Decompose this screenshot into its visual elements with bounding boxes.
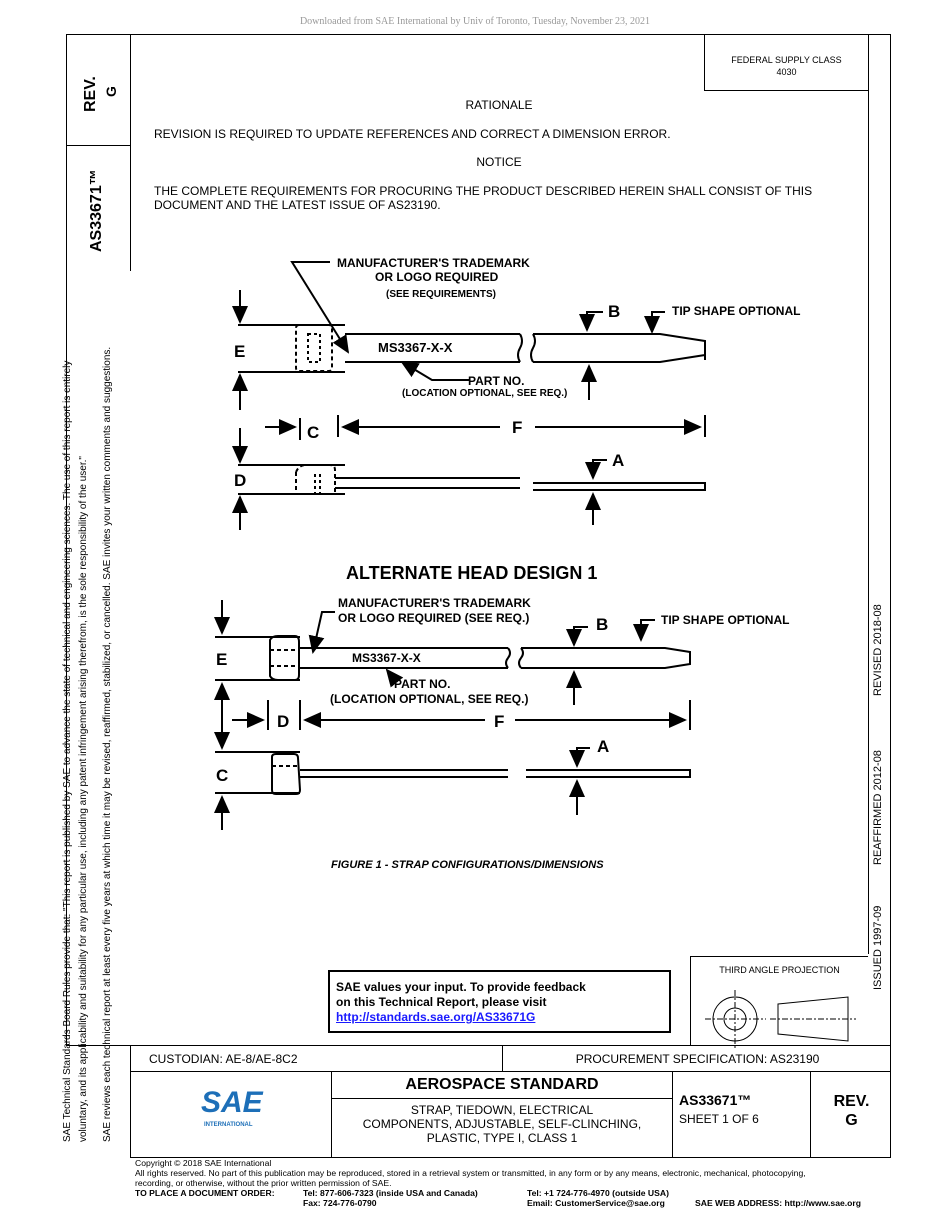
sheet-number: SHEET 1 OF 6 bbox=[679, 1112, 759, 1126]
top-trademark-3: (SEE REQUIREMENTS) bbox=[386, 289, 497, 300]
part-no-loc-top: (LOCATION OPTIONAL, SEE REQ.) bbox=[402, 388, 568, 399]
third-angle-label: THIRD ANGLE PROJECTION bbox=[719, 965, 840, 975]
page-frame bbox=[66, 34, 891, 1046]
dim-e-top: E bbox=[234, 342, 246, 361]
download-note: Downloaded from SAE International by Uni… bbox=[299, 16, 651, 27]
dim-a-top: A bbox=[612, 451, 625, 470]
dim-e-alt: E bbox=[216, 650, 228, 669]
tip-shape-top: TIP SHAPE OPTIONAL bbox=[672, 304, 801, 318]
dim-f-top: F bbox=[512, 418, 523, 437]
procurement-spec: PROCUREMENT SPECIFICATION: AS23190 bbox=[575, 1052, 820, 1066]
rev-box bbox=[66, 34, 130, 146]
fsc-line-2: 4030 bbox=[776, 67, 797, 77]
custodian-row: CUSTODIAN: AE-8/AE-8C2 PROCUREMENT SPECI… bbox=[130, 1046, 891, 1072]
alt-trademark-1: MANUFACTURER'S TRADEMARK bbox=[338, 596, 531, 610]
feedback-box: SAE values your input. To provide feedba… bbox=[328, 970, 671, 1033]
dim-c-top: C bbox=[307, 423, 320, 442]
rationale-text: REVISION IS REQUIRED TO UPDATE REFERENCE… bbox=[154, 127, 671, 141]
email: Email: CustomerService@sae.org bbox=[527, 1198, 665, 1208]
feedback-line-1: SAE values your input. To provide feedba… bbox=[336, 980, 586, 994]
dim-c-alt: C bbox=[216, 766, 229, 785]
dim-a-alt: A bbox=[597, 737, 610, 756]
logo-mark: SAE bbox=[201, 1086, 263, 1119]
rev-block: REV. G bbox=[811, 1072, 892, 1158]
rev-block-label: REV. bbox=[833, 1093, 870, 1110]
rationale-heading: RATIONALE bbox=[465, 98, 533, 112]
fax: Fax: 724-776-0790 bbox=[303, 1198, 377, 1208]
logo-sub: INTERNATIONAL bbox=[204, 1122, 253, 1128]
order-label: TO PLACE A DOCUMENT ORDER: bbox=[135, 1188, 275, 1198]
federal-supply-class: FEDERAL SUPPLY CLASS 4030 bbox=[704, 34, 868, 91]
feedback-link[interactable]: http://standards.sae.org/AS33671G bbox=[336, 1010, 536, 1024]
copyright: Copyright © 2018 SAE International bbox=[135, 1158, 272, 1168]
part-no-loc-alt: (LOCATION OPTIONAL, SEE REQ.) bbox=[330, 692, 529, 706]
part-no-alt: PART NO. bbox=[394, 677, 451, 691]
tel-intl: Tel: +1 724-776-4970 (outside USA) bbox=[527, 1188, 669, 1198]
aerospace-standard: AEROSPACE STANDARD bbox=[332, 1072, 672, 1099]
title-block: SAE INTERNATIONAL AEROSPACE STANDARD STR… bbox=[130, 1072, 891, 1158]
alt-trademark-2: OR LOGO REQUIRED (SEE REQ.) bbox=[338, 611, 530, 625]
notice-text-2: DOCUMENT AND THE LATEST ISSUE OF AS23190… bbox=[154, 198, 441, 212]
notice-heading: NOTICE bbox=[476, 155, 522, 169]
part-marking-alt: MS3367-X-X bbox=[352, 651, 421, 665]
title-area: AEROSPACE STANDARD STRAP, TIEDOWN, ELECT… bbox=[332, 1072, 673, 1158]
dim-b-alt: B bbox=[596, 615, 609, 634]
feedback-line-2: on this Technical Report, please visit bbox=[336, 995, 547, 1009]
rev-block-value: G bbox=[845, 1112, 858, 1129]
third-angle-projection: THIRD ANGLE PROJECTION bbox=[690, 956, 868, 1046]
doc-number-block: AS33671™ SHEET 1 OF 6 bbox=[673, 1072, 811, 1158]
notice-text-1: THE COMPLETE REQUIREMENTS FOR PROCURING … bbox=[154, 184, 813, 198]
top-trademark-1: MANUFACTURER'S TRADEMARK bbox=[337, 256, 530, 270]
dim-b-top: B bbox=[608, 302, 621, 321]
footer: Copyright © 2018 SAE International All r… bbox=[135, 1158, 895, 1208]
figure-caption: FIGURE 1 - STRAP CONFIGURATIONS/DIMENSIO… bbox=[331, 859, 604, 871]
doc-number: AS33671™ bbox=[679, 1092, 752, 1108]
sae-logo: SAE INTERNATIONAL bbox=[131, 1072, 332, 1158]
dim-d-alt: D bbox=[277, 712, 290, 731]
web-address: SAE WEB ADDRESS: http://www.sae.org bbox=[695, 1198, 861, 1208]
title-line-3: PLASTIC, TYPE I, CLASS 1 bbox=[426, 1131, 578, 1145]
top-trademark-2: OR LOGO REQUIRED bbox=[375, 270, 499, 284]
right-date-column bbox=[868, 34, 892, 954]
title-line-2: COMPONENTS, ADJUSTABLE, SELF-CLINCHING, bbox=[362, 1117, 642, 1131]
custodian: CUSTODIAN: AE-8/AE-8C2 bbox=[131, 1046, 503, 1072]
rights-2: recording, or otherwise, without the pri… bbox=[135, 1178, 392, 1188]
dim-d-top: D bbox=[234, 471, 247, 490]
left-header-column bbox=[66, 34, 131, 271]
part-no-top: PART NO. bbox=[468, 374, 525, 388]
rights: All rights reserved. No part of this pub… bbox=[135, 1168, 806, 1178]
fsc-line-1: FEDERAL SUPPLY CLASS bbox=[731, 55, 842, 65]
dim-f-alt: F bbox=[494, 712, 505, 731]
tel-us: Tel: 877-606-7323 (inside USA and Canada… bbox=[303, 1188, 478, 1198]
part-marking-top: MS3367-X-X bbox=[378, 340, 453, 355]
alt-heading: ALTERNATE HEAD DESIGN 1 bbox=[346, 563, 598, 583]
title-line-1: STRAP, TIEDOWN, ELECTRICAL bbox=[410, 1103, 594, 1117]
tip-shape-alt: TIP SHAPE OPTIONAL bbox=[661, 613, 790, 627]
